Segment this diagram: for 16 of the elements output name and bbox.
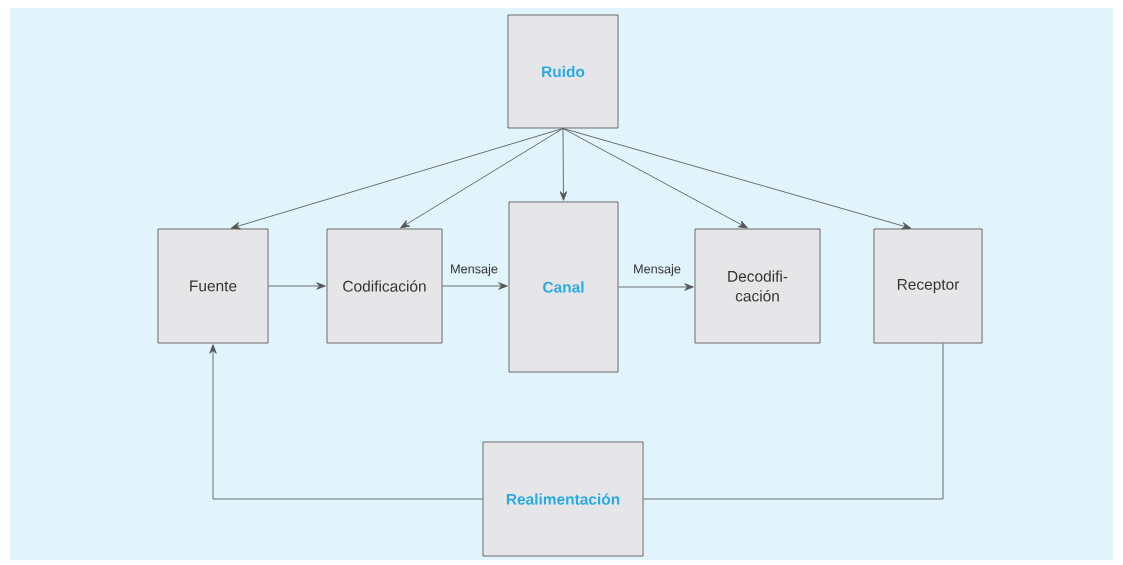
arrow (400, 128, 564, 229)
process-box: Codificación (326, 228, 443, 344)
process-box: Canal (508, 201, 619, 373)
arrow (562, 128, 912, 230)
process-box: Fuente (157, 228, 269, 344)
process-box: Receptor (873, 228, 983, 344)
arrow (559, 128, 568, 201)
arrow (230, 128, 564, 230)
arrow (562, 128, 748, 229)
process-box: Realimentación (482, 441, 644, 557)
arrow (209, 344, 483, 500)
arrow (268, 282, 326, 290)
process-box: Decodifi- cación (694, 228, 821, 344)
arrow (442, 282, 508, 290)
arrow (618, 283, 694, 291)
process-box: Ruido (507, 14, 619, 129)
